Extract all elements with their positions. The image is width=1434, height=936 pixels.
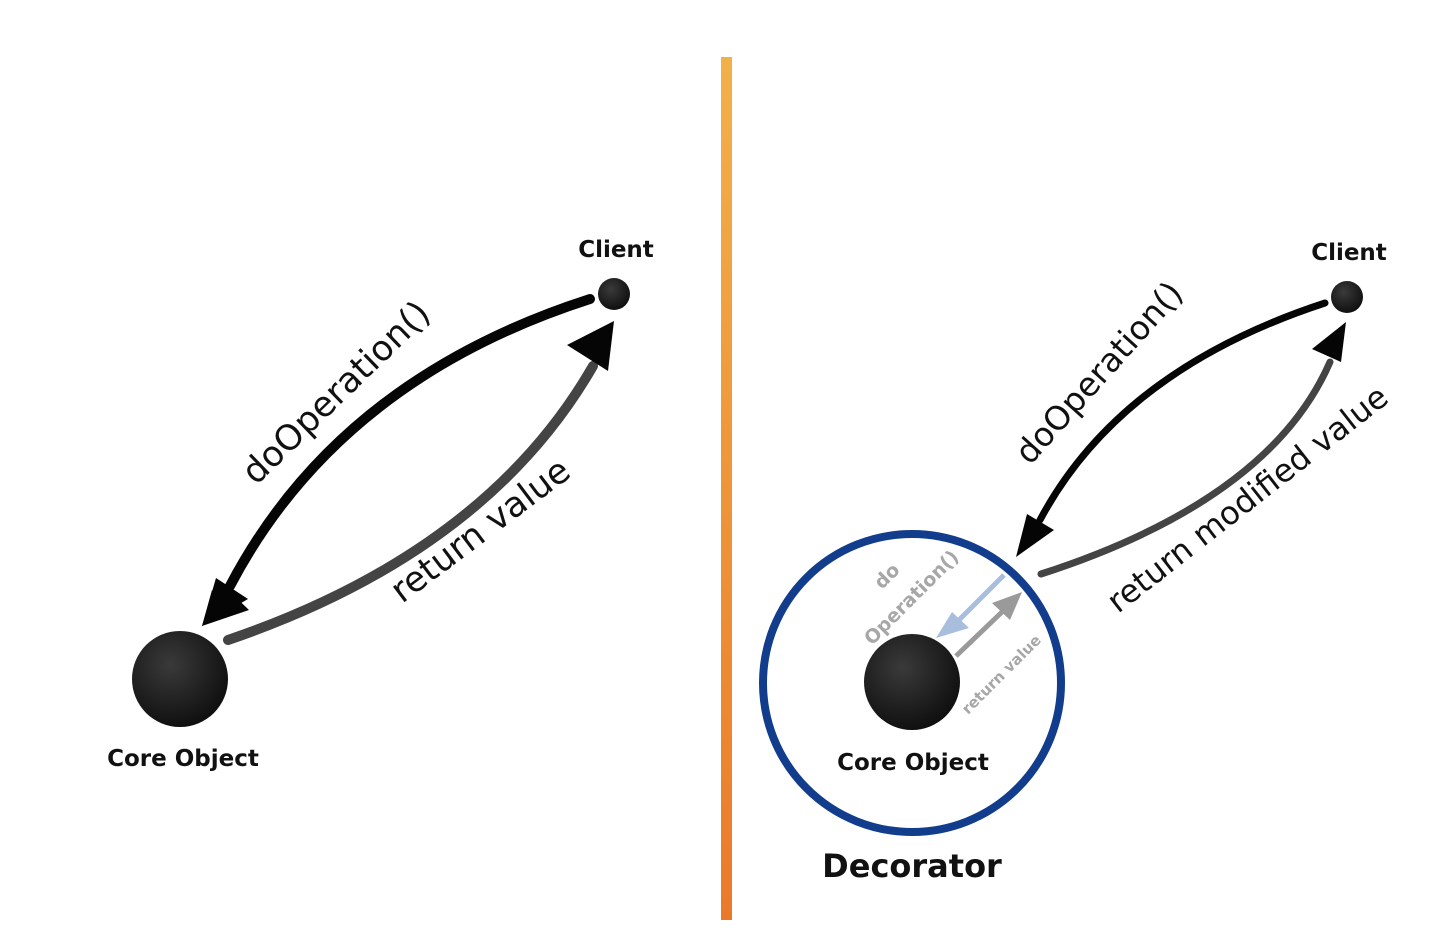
right-client-node [1331,281,1363,313]
left-client-node [598,278,630,310]
right-return-label: return modified value [1100,378,1396,621]
left-call-arrow [225,294,595,591]
left-panel: Client Core Object doOperation() return … [107,237,654,772]
panel-divider [721,57,732,920]
left-return-arrow [223,361,598,645]
right-call-arrow [1036,299,1329,524]
inner-return-arrowhead [992,592,1022,620]
left-return-label: return value [383,451,578,612]
left-call-label: doOperation() [234,293,438,492]
left-client-label: Client [578,237,654,263]
left-core-object-node [132,631,228,727]
left-call-arrowhead-fill [202,578,248,626]
left-core-object-label: Core Object [107,746,259,772]
right-client-label: Client [1311,240,1387,266]
decorator-label: Decorator [822,847,1002,885]
right-panel: Client Core Object Decorator doOperation… [759,240,1396,885]
left-return-arrowhead [567,321,614,371]
right-core-object-label: Core Object [837,750,989,776]
right-return-arrow [1037,358,1334,578]
inner-call-arrowhead [936,612,969,638]
inner-call-arrow [957,573,1006,622]
right-core-object-node [864,634,960,730]
inner-return-arrow [954,610,1004,658]
right-return-arrowhead [1312,322,1346,362]
right-call-arrowhead [1016,514,1054,557]
